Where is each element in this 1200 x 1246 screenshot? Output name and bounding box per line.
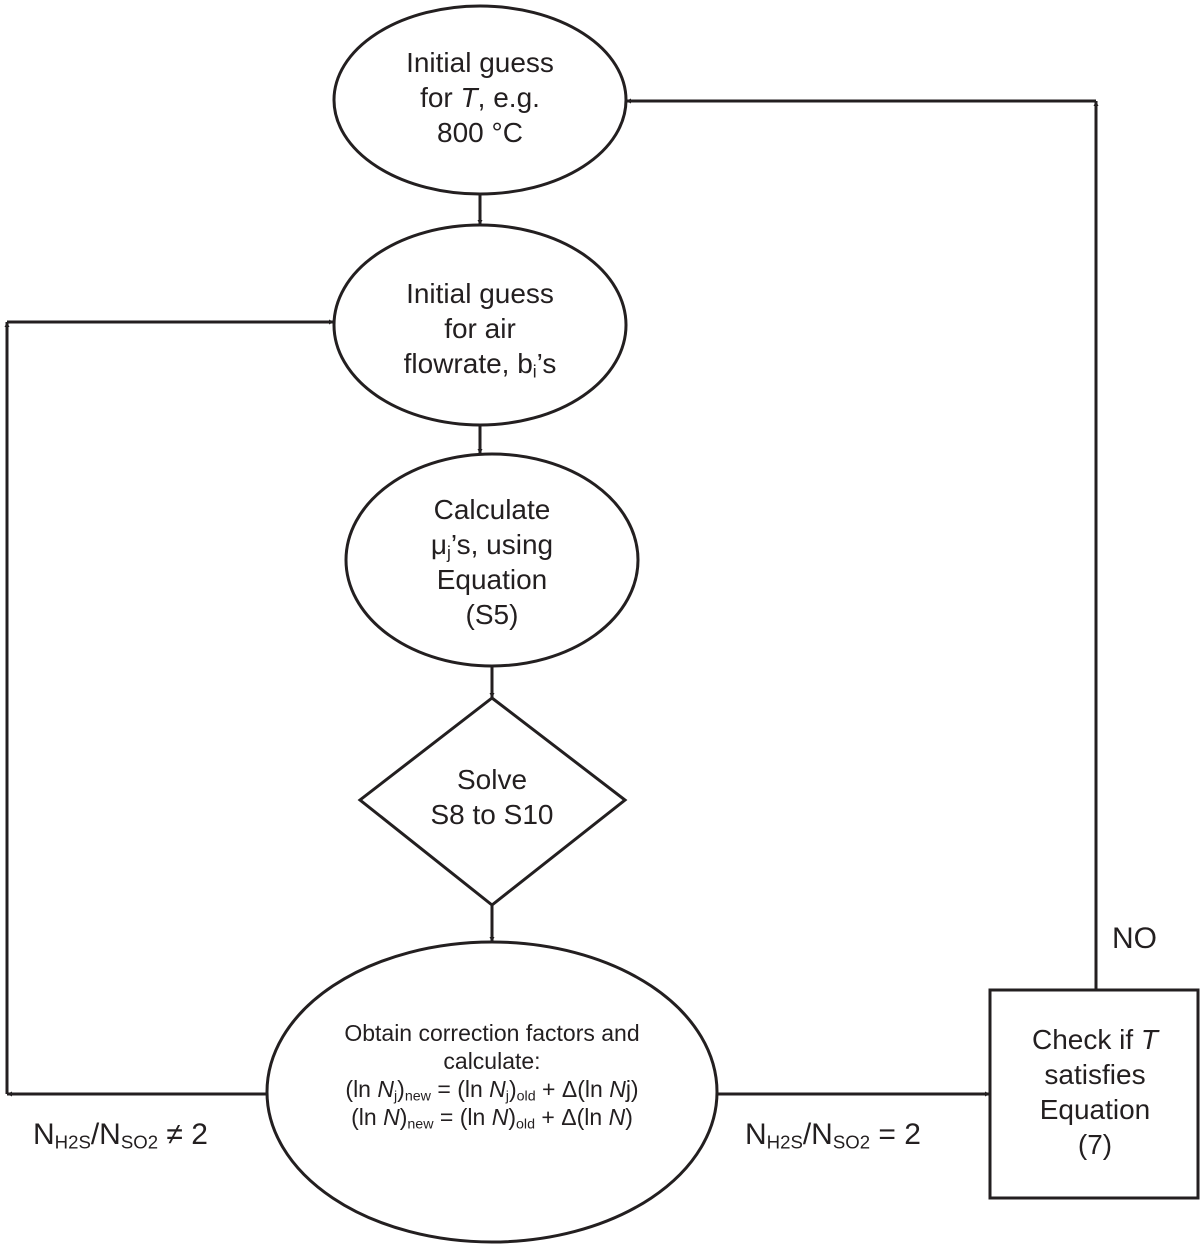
solve-line-2: S8 to S10 <box>430 799 554 830</box>
node-initial-temp-label: Initial guess for T, e.g. 800 °C <box>380 45 580 150</box>
edge-label-no: NO <box>1112 922 1157 955</box>
node-correction-label: Obtain correction factors and calculate:… <box>292 1019 692 1133</box>
correction-line-1: Obtain correction factors and <box>344 1020 640 1046</box>
initial-air-line-3: flowrate, bi’s <box>403 348 557 382</box>
solve-line-1: Solve <box>456 764 528 795</box>
initial-temp-line-2: for T, e.g. <box>420 82 540 113</box>
edge-label-ratio-equal: NH2S/NSO2 = 2 <box>745 1118 921 1153</box>
correction-equation-2: (ln N)new = (ln N)old + Δ(ln N) <box>351 1104 633 1133</box>
node-solve-label: Solve S8 to S10 <box>412 762 572 832</box>
calc-mu-line-3: Equation <box>436 564 548 595</box>
correction-line-2: calculate: <box>443 1048 541 1075</box>
initial-air-line-2: for air <box>444 313 516 344</box>
node-check-t-shape <box>988 988 1200 1200</box>
check-t-line-3: Equation <box>1039 1094 1151 1125</box>
node-calc-mu-label: Calculate μj’s, using Equation (S5) <box>392 492 592 632</box>
node-check-t-label: Check if T satisfies Equation (7) <box>1000 1022 1190 1162</box>
edge-label-ratio-not-equal: NH2S/NSO2 ≠ 2 <box>33 1118 208 1153</box>
calc-mu-line-2: μj’s, using <box>430 529 554 563</box>
check-t-line-1: Check if T <box>1031 1024 1159 1055</box>
check-t-line-4: (7) <box>1077 1129 1113 1160</box>
calc-mu-line-4: (S5) <box>465 599 519 630</box>
correction-equation-1: (ln Nj)new = (ln Nj)old + Δ(ln Nj) <box>345 1076 639 1105</box>
initial-air-line-1: Initial guess <box>406 278 554 309</box>
check-t-line-2: satisfies <box>1044 1059 1146 1090</box>
initial-temp-line-1: Initial guess <box>406 47 554 78</box>
node-initial-air-label: Initial guess for air flowrate, bi’s <box>380 276 580 381</box>
initial-temp-line-3: 800 °C <box>437 117 523 148</box>
calc-mu-line-1: Calculate <box>433 494 551 525</box>
